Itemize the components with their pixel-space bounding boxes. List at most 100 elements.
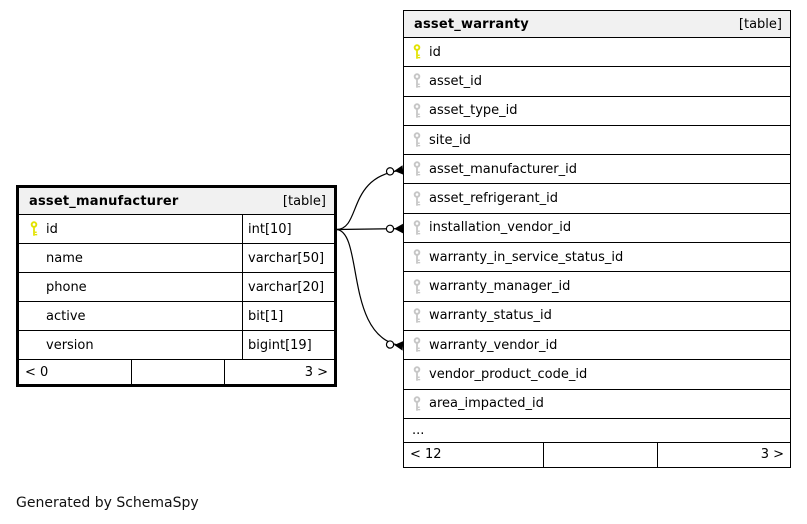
outgoing-relationships-count: 3 > bbox=[760, 447, 784, 463]
column-name: warranty_status_id bbox=[429, 308, 552, 324]
column-name-cell: site_id bbox=[404, 126, 790, 154]
foreign-key-icon bbox=[413, 132, 421, 147]
column-name: warranty_in_service_status_id bbox=[429, 249, 624, 265]
column-type: bigint[19] bbox=[242, 331, 334, 359]
foreign-key-icon bbox=[413, 249, 421, 264]
table-row: installation_vendor_id bbox=[404, 214, 790, 244]
table-row: version bigint[19] bbox=[19, 331, 334, 360]
table-asset-manufacturer: asset_manufacturer [table] id int[10] na… bbox=[16, 185, 337, 387]
column-name: id bbox=[429, 44, 441, 60]
column-name-cell: warranty_vendor_id bbox=[404, 331, 790, 359]
table-type-badge: [table] bbox=[282, 193, 326, 209]
footer-spacer-cell bbox=[131, 360, 225, 384]
column-name-cell: version bbox=[19, 331, 242, 359]
table-row: name varchar[50] bbox=[19, 244, 334, 273]
table-title[interactable]: asset_warranty bbox=[414, 16, 529, 32]
column-name-cell: area_impacted_id bbox=[404, 390, 790, 418]
column-name: name bbox=[46, 250, 83, 266]
incoming-relationships-count: < 0 bbox=[25, 364, 49, 380]
key-slot bbox=[413, 190, 429, 208]
key-slot bbox=[413, 278, 429, 296]
table-row: area_impacted_id bbox=[404, 390, 790, 419]
table-row: id bbox=[404, 38, 790, 68]
table-footer: < 0 3 > bbox=[19, 360, 334, 384]
column-name-cell: asset_refrigerant_id bbox=[404, 184, 790, 212]
generated-by-note: Generated by SchemaSpy bbox=[16, 495, 199, 511]
key-slot bbox=[413, 307, 429, 325]
foreign-key-icon bbox=[413, 278, 421, 294]
outgoing-relationships-count: 3 > bbox=[304, 364, 328, 380]
table-footer: < 12 3 > bbox=[404, 442, 790, 467]
column-name: asset_manufacturer_id bbox=[429, 161, 578, 177]
foreign-key-icon bbox=[413, 220, 421, 235]
table-row: site_id bbox=[404, 126, 790, 156]
column-name-cell: vendor_product_code_id bbox=[404, 360, 790, 388]
relationship-edge-warranty-vendor-id bbox=[336, 228, 404, 351]
table-row: warranty_status_id bbox=[404, 302, 790, 331]
column-name-cell: warranty_status_id bbox=[404, 302, 790, 330]
table-row: warranty_in_service_status_id bbox=[404, 243, 790, 273]
relationship-edge-installation-vendor-id bbox=[336, 223, 404, 234]
column-name: warranty_vendor_id bbox=[429, 337, 558, 353]
table-row: warranty_manager_id bbox=[404, 272, 790, 302]
primary-key-icon bbox=[30, 221, 38, 236]
column-name: asset_id bbox=[429, 73, 482, 89]
table-row: vendor_product_code_id bbox=[404, 360, 790, 390]
column-name-cell: id bbox=[404, 38, 790, 66]
column-name-cell: id bbox=[19, 215, 242, 243]
table-header-asset-manufacturer: asset_manufacturer [table] bbox=[19, 188, 334, 215]
foreign-key-icon bbox=[413, 161, 421, 177]
column-name-cell: asset_manufacturer_id bbox=[404, 155, 790, 183]
column-type: int[10] bbox=[242, 215, 334, 243]
table-row: warranty_vendor_id bbox=[404, 331, 790, 361]
key-slot bbox=[413, 395, 429, 413]
column-name-cell: phone bbox=[19, 273, 242, 301]
column-name: version bbox=[46, 337, 94, 353]
column-name: asset_type_id bbox=[429, 103, 518, 119]
column-type: varchar[50] bbox=[242, 244, 334, 272]
key-slot bbox=[30, 220, 46, 238]
foreign-key-icon bbox=[413, 308, 421, 323]
column-name: warranty_manager_id bbox=[429, 279, 571, 295]
column-name: vendor_product_code_id bbox=[429, 366, 588, 382]
column-name-cell: installation_vendor_id bbox=[404, 214, 790, 242]
table-row: asset_manufacturer_id bbox=[404, 155, 790, 185]
relationship-edge-asset-manufacturer-id bbox=[336, 165, 404, 231]
foreign-key-icon bbox=[413, 366, 421, 382]
column-name: active bbox=[46, 308, 86, 324]
key-slot bbox=[413, 131, 429, 149]
column-name: area_impacted_id bbox=[429, 396, 544, 412]
column-name: installation_vendor_id bbox=[429, 220, 572, 236]
table-row: id int[10] bbox=[19, 215, 334, 244]
key-slot bbox=[413, 219, 429, 237]
table-row: asset_type_id bbox=[404, 97, 790, 126]
foreign-key-icon bbox=[413, 102, 421, 118]
table-title[interactable]: asset_manufacturer bbox=[29, 193, 179, 209]
column-type: varchar[20] bbox=[242, 273, 334, 301]
key-slot bbox=[413, 72, 429, 90]
table-header-asset-warranty: asset_warranty [table] bbox=[404, 11, 790, 38]
table-type-badge: [table] bbox=[738, 16, 782, 32]
table-row: phone varchar[20] bbox=[19, 273, 334, 302]
key-slot bbox=[413, 43, 429, 61]
footer-spacer-cell bbox=[543, 442, 658, 467]
table-row: asset_refrigerant_id bbox=[404, 184, 790, 214]
key-slot bbox=[413, 102, 429, 120]
column-type: bit[1] bbox=[242, 302, 334, 330]
key-slot bbox=[413, 248, 429, 266]
key-slot bbox=[413, 336, 429, 354]
foreign-key-icon bbox=[413, 337, 421, 352]
table-asset-warranty: asset_warranty [table] id bbox=[403, 10, 791, 468]
foreign-key-icon bbox=[413, 73, 421, 89]
column-name: phone bbox=[46, 279, 87, 295]
key-slot bbox=[413, 160, 429, 178]
key-slot bbox=[413, 365, 429, 383]
primary-key-icon bbox=[413, 44, 421, 59]
table-row: asset_id bbox=[404, 67, 790, 97]
foreign-key-icon bbox=[413, 395, 421, 411]
foreign-key-icon bbox=[413, 190, 421, 206]
column-name-cell: asset_id bbox=[404, 67, 790, 95]
column-name: id bbox=[46, 221, 58, 237]
column-name-cell: active bbox=[19, 302, 242, 330]
